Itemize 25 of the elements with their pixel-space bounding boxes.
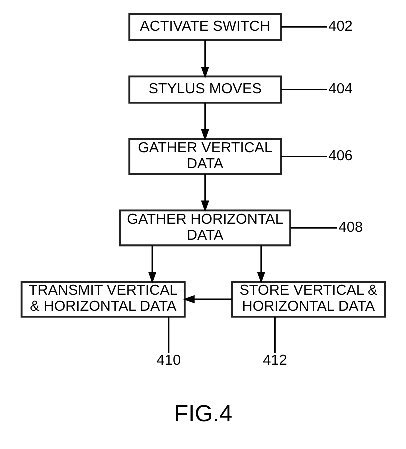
connector: [280, 156, 327, 158]
arrow: [148, 246, 156, 284]
node-box: STYLUS MOVES: [128, 76, 282, 104]
arrow: [256, 246, 265, 284]
node-text: 410: [156, 353, 181, 370]
arrow: [182, 295, 232, 304]
arrow: [200, 174, 209, 212]
node-box: GATHER VERTICAL DATA: [128, 138, 282, 176]
node-text: 404: [328, 81, 352, 98]
node-text: 402: [328, 18, 352, 35]
node-text: 406: [328, 148, 352, 164]
connector: [274, 316, 276, 354]
caption: FIG.4: [174, 400, 232, 427]
connector: [280, 89, 327, 91]
arrow: [200, 40, 209, 79]
node-box: ACTIVATE SWITCH: [128, 13, 282, 42]
node-box: STORE VERTICAL & HORIZONTAL DATA: [230, 281, 386, 318]
connector: [168, 316, 170, 354]
arrow: [200, 103, 209, 142]
connector: [280, 26, 327, 28]
node-text: 408: [338, 220, 363, 236]
node-box: GATHER HORIZONTAL DATA: [118, 210, 291, 247]
node-text: 412: [262, 353, 287, 370]
connector: [290, 227, 337, 229]
node-box: TRANSMIT VERTICAL & HORIZONTAL DATA: [20, 281, 186, 318]
